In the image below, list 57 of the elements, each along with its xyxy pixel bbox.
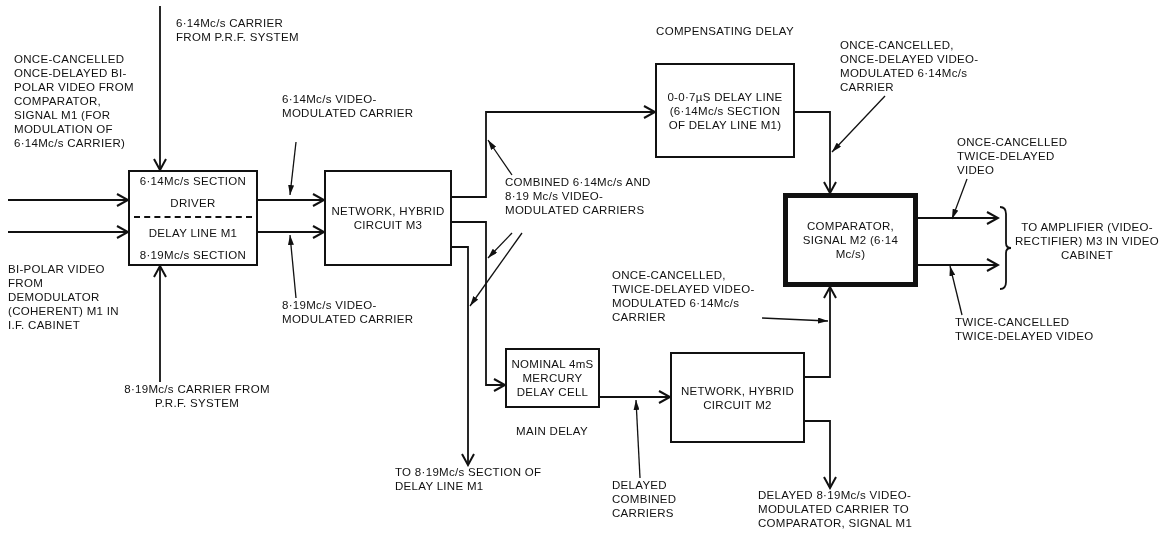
process-box (655, 63, 795, 158)
box-caption: MAIN DELAY (515, 424, 589, 438)
arrow (153, 5, 167, 171)
arrow (153, 265, 167, 383)
arrow (804, 420, 837, 489)
arrow (451, 105, 656, 198)
box-label: DRIVER (170, 196, 216, 211)
box-label: NETWORK, HYBRID CIRCUIT M3 (330, 204, 446, 232)
annotation-text: DELAYED COMBINED CARRIERS (612, 478, 696, 522)
leader-line (487, 232, 513, 259)
annotation-text: 6·14Mc/s VIDEO-MODULATED CARRIER (282, 92, 422, 142)
leader-line (831, 95, 886, 153)
arrow (917, 211, 999, 225)
comparator-box (783, 193, 918, 287)
signal-label: BI-POLAR VIDEO FROM DEMODULATOR (COHERENT) M1 IN I.F. CABINET (8, 262, 120, 332)
process-box (670, 352, 805, 443)
annotation-text: ONCE-CANCELLED, TWICE-DELAYED VIDEO-MODULATED 6·14Mc/s CARRIER (612, 268, 762, 326)
annotation-text: ONCE-CANCELLED, ONCE-DELAYED VIDEO-MODULATED 6·14Mc/s CARRIER (840, 38, 982, 96)
annotation-text: TO 8·19Mc/s SECTION OF DELAY LINE M1 (395, 465, 565, 495)
arrow (451, 221, 506, 392)
arrow (257, 193, 325, 207)
arrow (7, 225, 129, 239)
arrow (804, 286, 837, 378)
leader-line (469, 232, 523, 307)
annotation-text: ONCE-CANCELLED TWICE-DELAYED VIDEO (957, 135, 1092, 179)
leader-line (633, 399, 641, 479)
arrow (7, 193, 129, 207)
box-caption: COMPENSATING DELAY (655, 24, 795, 38)
arrow (794, 111, 837, 194)
signal-label: ONCE-CANCELLED ONCE-DELAYED BI-POLAR VIDEO FROM COMPARATOR, SIGNAL M1 (FOR MODULATION OF 6·14Mc/s CARRIER) (14, 52, 135, 150)
box-label: NOMINAL 4mS MERCURY DELAY CELL (511, 357, 594, 399)
arrow (257, 225, 325, 239)
annotation-text: COMBINED 6·14Mc/s AND 8·19 Mc/s VIDEO-MODULATED CARRIERS (505, 175, 653, 233)
leader-line (761, 317, 829, 324)
leader-line (951, 178, 968, 220)
process-box (505, 348, 600, 408)
leader-line (949, 265, 963, 316)
arrow (917, 258, 999, 272)
leader-line (287, 234, 297, 299)
leader-line (288, 141, 297, 196)
box-label: 0-0·7µS DELAY LINE (6·14Mc/s SECTION OF DELAY LINE M1) (666, 89, 784, 132)
annotation-text: 8·19Mc/s CARRIER FROM P.R.F. SYSTEM (112, 382, 282, 412)
signal-label: 6·14Mc/s CARRIER FROM P.R.F. SYSTEM (176, 16, 300, 44)
box-label: DELAY LINE M1 (148, 225, 238, 240)
arrow (599, 390, 671, 404)
leader-line (487, 139, 513, 176)
box-label: COMPARATOR, SIGNAL M2 (6·14 Mc/s) (801, 219, 900, 261)
box-label: NETWORK, HYBRID CIRCUIT M2 (679, 383, 796, 412)
annotation-text: TWICE-CANCELLED TWICE-DELAYED VIDEO (955, 315, 1100, 359)
process-box (128, 170, 258, 266)
box-label: 8·19Mc/s SECTION (139, 248, 247, 262)
box-label: 6·14Mc/s SECTION (139, 174, 247, 188)
process-box (324, 170, 452, 266)
annotation-text: DELAYED 8·19Mc/s VIDEO-MODULATED CARRIER TO COMPARATOR, SIGNAL M1 (758, 488, 958, 534)
destination-label: TO AMPLIFIER (VIDEO-RECTIFIER) M3 IN VIDEO CABINET (1014, 220, 1160, 262)
annotation-text: 8·19Mc/s VIDEO-MODULATED CARRIER (282, 298, 422, 346)
arrow (451, 246, 475, 466)
